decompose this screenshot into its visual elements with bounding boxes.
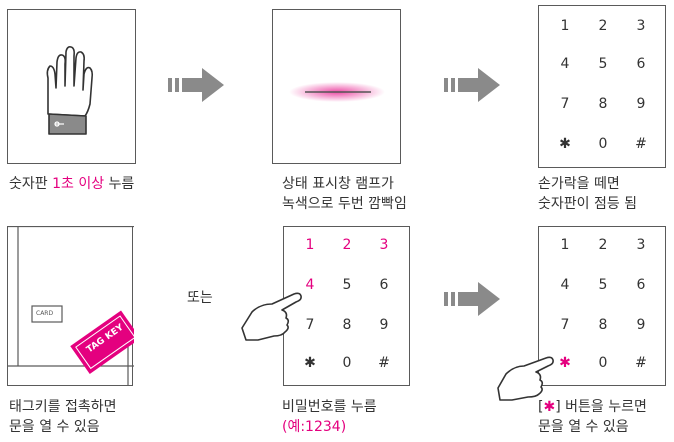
keypad-key[interactable]: 6 [379, 277, 389, 293]
keypad-key[interactable]: 5 [342, 277, 352, 293]
keypad-key[interactable]: 7 [560, 96, 570, 112]
caption-step-6: [✱] 버튼을 누르면 문을 열 수 있음 [538, 399, 647, 435]
keypad-key[interactable]: ✱ [559, 355, 571, 371]
keypad-key[interactable]: 9 [379, 317, 389, 333]
keypad-key[interactable]: 1 [305, 237, 315, 253]
caption-step-5: 비밀번호를 누름 (예:1234) [282, 399, 377, 435]
caption-step-1: 숫자판 1초 이상 누름 [9, 176, 135, 192]
keypad-key[interactable]: ✱ [304, 355, 316, 371]
caption-step-4: 태그키를 접촉하면 문을 열 수 있음 [9, 399, 117, 435]
keypad-panel-lit: 1 2 3 4 5 6 7 8 9 ✱ 0 # [538, 5, 666, 168]
caption-step-3: 손가락을 떼면 숫자판이 점등 됨 [538, 176, 638, 212]
arrow-right-icon [168, 68, 224, 102]
keypad-key[interactable]: 0 [598, 136, 608, 152]
keypad-key[interactable]: 9 [636, 317, 646, 333]
keypad-key[interactable]: 2 [598, 237, 608, 253]
keypad-key[interactable]: 4 [560, 56, 570, 72]
keypad-key[interactable]: 8 [598, 317, 608, 333]
keypad-key[interactable]: 0 [598, 355, 608, 371]
keypad-panel-star: 1 2 3 4 5 6 7 8 9 ✱ 0 # [538, 226, 666, 386]
caption-step-2: 상태 표시창 램프가 녹색으로 두번 깜빡임 [282, 176, 407, 212]
keypad-key[interactable]: 4 [560, 277, 570, 293]
pointing-hand-icon [497, 356, 554, 401]
keypad-key[interactable]: 3 [379, 237, 389, 253]
keypad-key[interactable]: ✱ [559, 136, 571, 152]
keypad-key[interactable]: 7 [305, 317, 315, 333]
keypad-key[interactable]: 6 [636, 277, 646, 293]
keypad-key[interactable]: 1 [560, 18, 570, 34]
panel-hand [7, 9, 136, 164]
keypad-key[interactable]: 8 [342, 317, 352, 333]
keypad-key[interactable]: 5 [598, 56, 608, 72]
keypad-key[interactable]: # [378, 355, 390, 371]
keypad-key[interactable]: # [635, 136, 647, 152]
keypad-key[interactable]: 6 [636, 56, 646, 72]
hand-icon [46, 46, 94, 135]
keypad-key[interactable]: 2 [598, 18, 608, 34]
keypad-key[interactable]: 1 [560, 237, 570, 253]
card-chip-label: CARD [36, 310, 54, 317]
keypad-key[interactable]: 4 [305, 277, 315, 293]
keypad-key[interactable]: 9 [636, 96, 646, 112]
keypad-key[interactable]: 3 [636, 237, 646, 253]
keypad-key[interactable]: # [635, 355, 647, 371]
pointing-hand-icon [241, 292, 302, 341]
arrow-right-icon [444, 68, 500, 102]
card-reader-icon [8, 226, 134, 386]
panel-card-reader: CARD TAG KEY [7, 226, 134, 386]
keypad-key[interactable]: 5 [598, 277, 608, 293]
panel-lamp [272, 9, 401, 164]
keypad-key[interactable]: 3 [636, 18, 646, 34]
or-label: 또는 [187, 290, 213, 306]
arrow-right-icon [444, 282, 500, 316]
keypad-key[interactable]: 7 [560, 317, 570, 333]
status-lamp-icon [289, 82, 385, 102]
keypad-key[interactable]: 0 [342, 355, 352, 371]
keypad-key[interactable]: 2 [342, 237, 352, 253]
keypad-key[interactable]: 8 [598, 96, 608, 112]
